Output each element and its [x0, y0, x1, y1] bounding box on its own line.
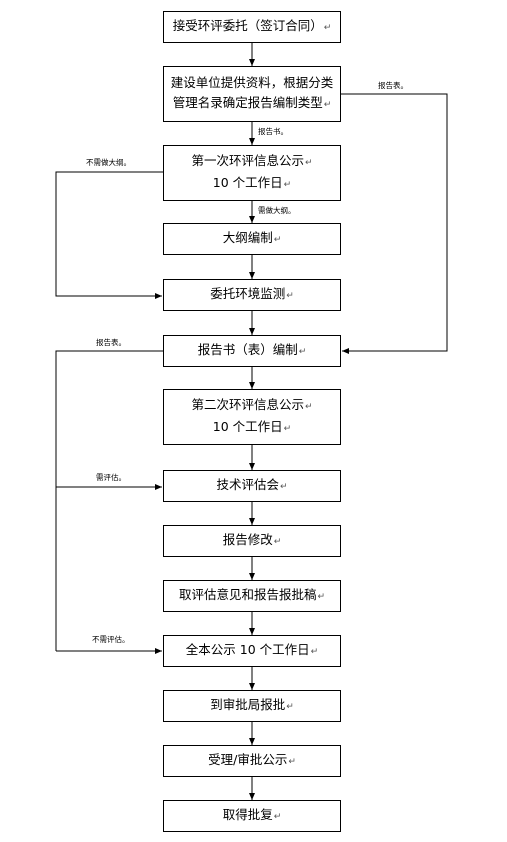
label-need-outline: 需做大纲。: [258, 206, 296, 215]
arrow-no-outline-branch: [55, 171, 163, 299]
step-line: 10 个工作日↵: [213, 173, 291, 195]
step-review-opinion: 取评估意见和报告报批稿↵: [163, 580, 341, 612]
return-mark: ↵: [310, 647, 319, 657]
step-approval-disclosure: 受理/审批公示↵: [163, 745, 341, 777]
return-mark: ↵: [283, 424, 292, 434]
label-report-table-right: 报告表。: [378, 81, 408, 90]
step-text: 技术评估会: [216, 477, 279, 492]
step-text: 10 个工作日: [212, 175, 283, 190]
step-line: 到审批局报批↵: [210, 695, 294, 717]
step-env-monitoring: 委托环境监测↵: [163, 279, 341, 311]
step-submit-approval: 到审批局报批↵: [163, 690, 341, 722]
step-text: 报告修改: [222, 532, 273, 547]
step-text: 报告书（表）编制: [197, 342, 298, 357]
line-report-table-left: [55, 350, 163, 651]
step-text: 到审批局报批: [210, 697, 286, 712]
label-no-review: 不需评估。: [92, 635, 130, 644]
step-line: 取评估意见和报告报批稿↵: [179, 585, 325, 607]
step-report-revision: 报告修改↵: [163, 525, 341, 557]
step-report-compilation: 报告书（表）编制↵: [163, 335, 341, 367]
arrow-report-table-branch: [341, 93, 448, 354]
step-second-disclosure: 第二次环评信息公示↵ 10 个工作日↵: [163, 389, 341, 445]
label-report-book: 报告书。: [258, 127, 288, 136]
step-line: 10 个工作日↵: [213, 417, 291, 439]
step-first-disclosure: 第一次环评信息公示↵ 10 个工作日↵: [163, 145, 341, 201]
step-line: 受理/审批公示↵: [208, 750, 296, 772]
return-mark: ↵: [279, 482, 288, 492]
step-line: 大纲编制↵: [223, 228, 282, 250]
step-accept-commission: 接受环评委托（签订合同）↵: [163, 11, 341, 43]
step-line: 委托环境监测↵: [210, 284, 294, 306]
step-text: 取得批复: [222, 807, 273, 822]
step-obtain-approval: 取得批复↵: [163, 800, 341, 832]
step-text: 委托环境监测: [210, 286, 286, 301]
label-no-outline: 不需做大纲。: [86, 158, 131, 167]
step-determine-report-type: 建设单位提供资料，根据分类 管理名录确定报告编制类型↵: [163, 66, 341, 122]
return-mark: ↵: [298, 347, 307, 357]
step-text: 第一次环评信息公示: [191, 153, 304, 168]
return-mark: ↵: [323, 100, 332, 110]
return-mark: ↵: [286, 291, 294, 301]
label-report-table-left: 报告表。: [96, 338, 126, 347]
step-line: 管理名录确定报告编制类型↵: [173, 93, 332, 115]
step-line: 建设单位提供资料，根据分类: [170, 75, 334, 90]
step-line: 第二次环评信息公示↵: [191, 395, 312, 417]
step-text: 10 个工作日: [212, 419, 283, 434]
step-line: 技术评估会↵: [216, 475, 287, 497]
return-mark: ↵: [273, 235, 282, 245]
step-technical-review: 技术评估会↵: [163, 470, 341, 502]
step-outline-compilation: 大纲编制↵: [163, 223, 341, 255]
step-text: 全本公示 10 个工作日: [185, 642, 310, 657]
step-text: 管理名录确定报告编制类型: [172, 95, 323, 110]
step-text: 大纲编制: [222, 230, 273, 245]
return-mark: ↵: [286, 702, 294, 712]
step-text: 接受环评委托（签订合同）: [172, 18, 323, 33]
return-mark: ↵: [317, 592, 326, 602]
step-line: 报告修改↵: [223, 530, 282, 552]
step-text: 取评估意见和报告报批稿: [178, 587, 317, 602]
return-mark: ↵: [304, 402, 313, 412]
label-need-review: 需评估。: [96, 473, 126, 482]
step-text: 受理/审批公示: [208, 752, 288, 767]
return-mark: ↵: [273, 537, 282, 547]
step-full-disclosure: 全本公示 10 个工作日↵: [163, 635, 341, 667]
return-mark: ↵: [273, 812, 282, 822]
return-mark: ↵: [283, 180, 292, 190]
step-line: 全本公示 10 个工作日↵: [186, 640, 318, 662]
step-text: 第二次环评信息公示: [191, 397, 304, 412]
step-line: 取得批复↵: [223, 805, 282, 827]
step-line: 接受环评委托（签订合同）↵: [173, 16, 332, 38]
step-line: 第一次环评信息公示↵: [191, 151, 312, 173]
return-mark: ↵: [304, 158, 313, 168]
step-line: 报告书（表）编制↵: [198, 340, 307, 362]
return-mark: ↵: [323, 23, 332, 33]
return-mark: ↵: [288, 757, 296, 767]
